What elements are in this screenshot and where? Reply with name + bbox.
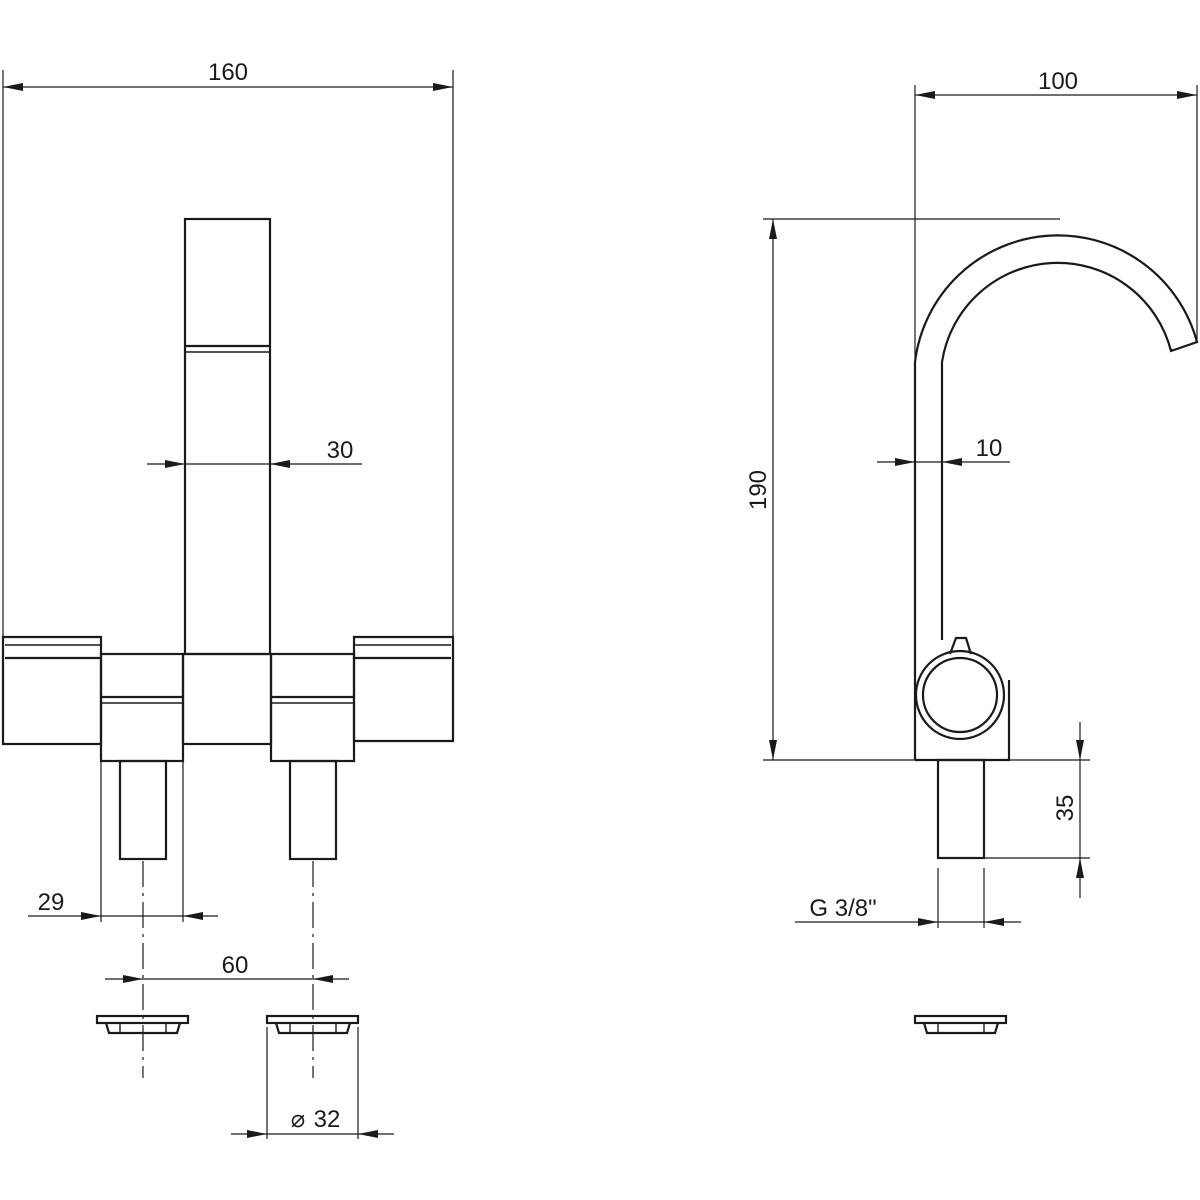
left-valve-block	[99, 652, 185, 763]
dim-label-30: 30	[327, 437, 354, 464]
dimension-shank-length: 35	[984, 722, 1090, 898]
dimension-center-distance: 60	[105, 952, 349, 983]
right-valve-block	[269, 652, 356, 763]
side-mounting-nut	[913, 1014, 1008, 1035]
left-lever-handle	[1, 635, 103, 746]
left-shank	[118, 759, 168, 861]
dimension-hole-diameter: ⌀ 32	[231, 1027, 394, 1139]
dim-label-35: 35	[1052, 795, 1079, 822]
right-shank	[288, 759, 338, 861]
center-body	[181, 652, 273, 746]
dim-label-190: 190	[745, 470, 772, 510]
dimension-spout-reach: 100	[914, 68, 1198, 360]
dimension-thread: G 3/8"	[795, 868, 1021, 928]
dim-label-29: 29	[38, 889, 65, 916]
dimension-overall-height: 190	[745, 218, 1060, 761]
dim-label-160: 160	[208, 59, 248, 86]
side-shank	[936, 758, 986, 860]
dim-label-60: 60	[222, 952, 249, 979]
dimension-handle-width: 29	[28, 761, 218, 922]
dimension-overall-width: 160	[2, 59, 454, 640]
left-mounting-nut	[95, 1014, 190, 1035]
dim-label-100: 100	[1038, 68, 1078, 95]
side-handle-knob	[914, 636, 1006, 741]
front-view: 160 30 29 60	[1, 59, 455, 1139]
dim-label-thread: G 3/8"	[809, 895, 876, 922]
side-view: 100 190 10 35	[745, 68, 1199, 1035]
dimension-spout-width: 30	[147, 437, 362, 468]
diameter-symbol: ⌀	[291, 1106, 305, 1133]
right-lever-handle	[352, 635, 455, 743]
dim-label-10: 10	[976, 435, 1003, 462]
right-mounting-nut	[265, 1014, 360, 1035]
dimension-spout-tube: 10	[877, 435, 1010, 466]
spout-column	[183, 217, 272, 656]
dim-label-32: 32	[314, 1106, 341, 1133]
gooseneck-spout	[913, 234, 1199, 760]
